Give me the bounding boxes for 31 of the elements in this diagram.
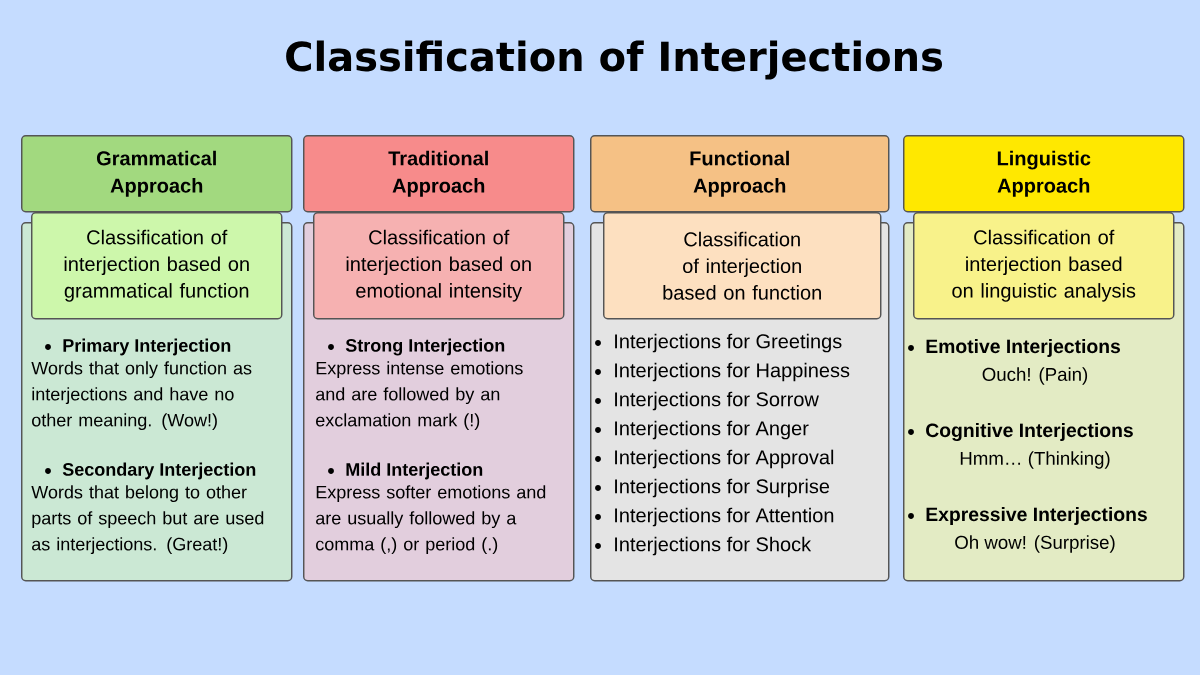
bullet-text: Express intense emotions and are followed by an exclamation mark (!) — [316, 361, 523, 431]
list-item: Interjections for Surprise — [615, 478, 830, 498]
description-box: Classification of interjection based on emotional intensity — [313, 212, 565, 320]
example-text: Ouch! (Pain) — [982, 367, 1088, 385]
approach-header: Traditional Approach — [303, 135, 575, 213]
description-box: Classification of interjection based on grammatical function — [31, 212, 283, 320]
example-text: Hmm… (Thinking) — [960, 451, 1110, 469]
bullet-text: Express softer emotions and are usually followed by a comma (,) or period (.) — [316, 485, 546, 555]
approach-header: Functional Approach — [590, 135, 890, 213]
bullet-heading: Primary Interjection — [63, 338, 231, 356]
bullet-heading: Expressive Interjections — [926, 507, 1147, 525]
list-item: Interjections for Shock — [615, 536, 812, 556]
approach-header: Linguistic Approach — [903, 135, 1185, 213]
bullet-heading: Emotive Interjections — [926, 339, 1120, 357]
list-item: Interjections for Sorrow — [615, 391, 819, 411]
bullet-heading: Cognitive Interjections — [926, 422, 1133, 442]
list-item: Interjections for Greetings — [615, 333, 842, 353]
example-text: Oh wow! (Surprise) — [955, 535, 1115, 553]
list-item: Interjections for Attention — [615, 507, 834, 527]
list-item: Interjections for Approval — [615, 449, 834, 469]
description-box: Classification of interjection based on function — [603, 212, 882, 320]
bullet-heading: Strong Interjection — [345, 338, 505, 356]
title: Classification of Interjections — [286, 40, 942, 80]
bullet-heading: Mild Interjection — [346, 462, 483, 480]
description-box: Classification of interjection based on linguistic analysis — [913, 212, 1175, 320]
list-item: Interjections for Anger — [615, 420, 809, 440]
bullet-text: Words that only function as interjections and have no other meaning. (Wow!) — [31, 361, 252, 431]
approach-header: Grammatical Approach — [21, 135, 293, 213]
bullet-heading: Secondary Interjection — [62, 462, 256, 480]
list-item: Interjections for Happiness — [615, 362, 850, 382]
bullet-text: Words that belong to other parts of speech but are used as interjections. (Great!) — [31, 485, 264, 555]
